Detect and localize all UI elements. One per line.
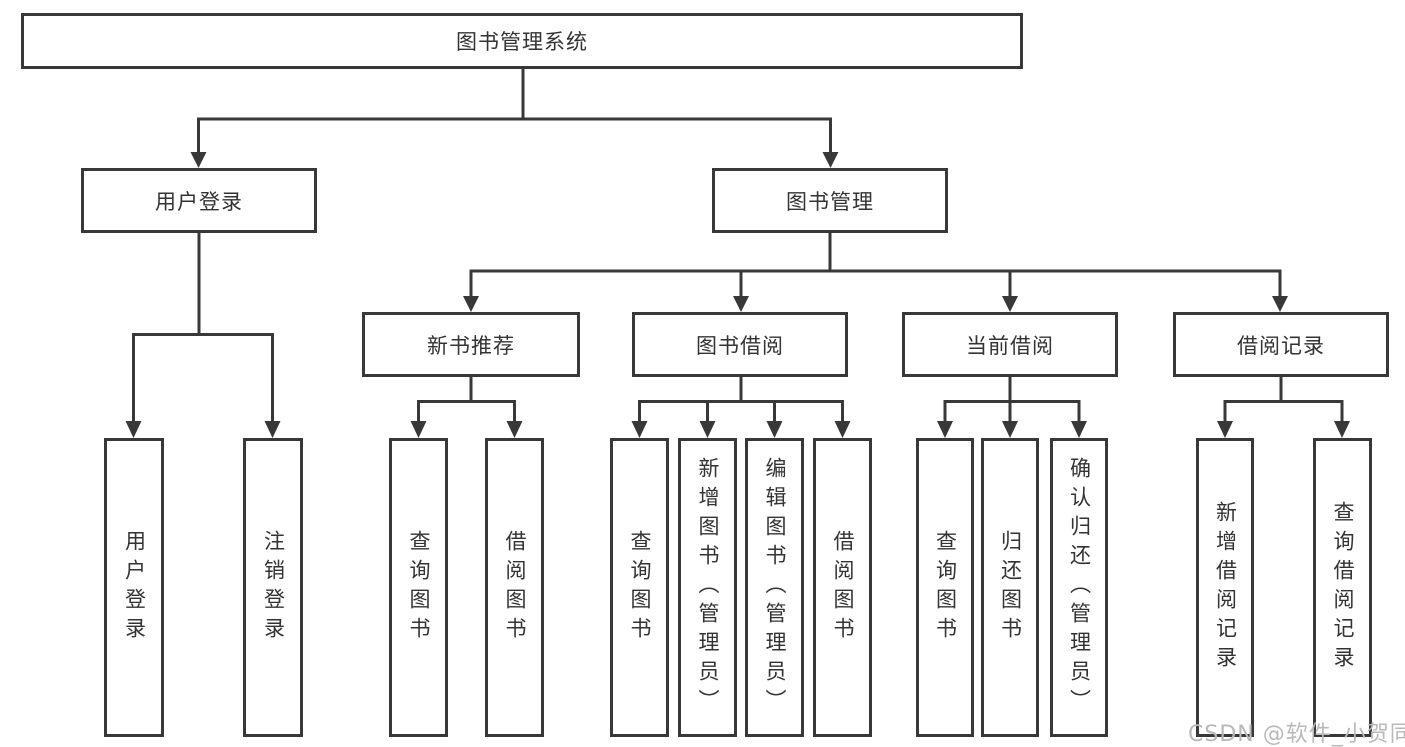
leaf-add-book-admin: 新增图书（管理员） bbox=[678, 438, 737, 737]
leaf-query-books-borrow: 查询图书 bbox=[610, 438, 669, 737]
arrowhead bbox=[937, 421, 953, 438]
node-library-management-system: 图书管理系统 bbox=[21, 13, 1023, 69]
arrowhead bbox=[834, 421, 851, 438]
arrowhead bbox=[766, 421, 783, 438]
arrowhead bbox=[822, 152, 839, 168]
arrowhead bbox=[1002, 421, 1018, 438]
arrowhead bbox=[506, 421, 523, 438]
arrowhead bbox=[1334, 421, 1350, 438]
leaf-add-borrow-record: 新增借阅记录 bbox=[1196, 438, 1254, 737]
leaf-return-books: 归还图书 bbox=[981, 438, 1039, 737]
leaf-user-login: 用户登录 bbox=[104, 438, 164, 737]
leaf-borrow-books: 借阅图书 bbox=[813, 438, 872, 737]
arrowhead bbox=[264, 421, 281, 438]
arrowhead bbox=[125, 421, 142, 438]
node-new-book-recommend: 新书推荐 bbox=[362, 312, 580, 377]
arrowhead bbox=[1071, 421, 1087, 438]
node-book-management: 图书管理 bbox=[712, 168, 948, 233]
leaf-query-books-recommend: 查询图书 bbox=[389, 438, 448, 737]
leaf-query-books-current: 查询图书 bbox=[916, 438, 974, 737]
node-book-borrow: 图书借阅 bbox=[632, 312, 848, 377]
arrowhead bbox=[190, 152, 207, 168]
arrowhead bbox=[631, 421, 648, 438]
leaf-borrow-books-recommend: 借阅图书 bbox=[485, 438, 544, 737]
arrowhead bbox=[1272, 296, 1288, 312]
leaf-query-borrow-record: 查询借阅记录 bbox=[1313, 438, 1372, 737]
arrowhead bbox=[1217, 421, 1233, 438]
leaf-confirm-return-admin: 确认归还（管理员） bbox=[1050, 438, 1108, 737]
arrowhead bbox=[463, 296, 479, 312]
node-current-borrow: 当前借阅 bbox=[902, 312, 1118, 377]
leaf-edit-book-admin: 编辑图书（管理员） bbox=[745, 438, 804, 737]
leaf-logout: 注销登录 bbox=[243, 438, 303, 737]
arrowhead bbox=[410, 421, 427, 438]
csdn-watermark: CSDN @软件_小贺同学 bbox=[1188, 722, 1405, 747]
arrowhead bbox=[733, 296, 749, 312]
node-user-login: 用户登录 bbox=[81, 168, 317, 233]
arrowhead bbox=[1002, 296, 1018, 312]
arrowhead bbox=[699, 421, 716, 438]
node-borrow-records: 借阅记录 bbox=[1173, 312, 1389, 377]
